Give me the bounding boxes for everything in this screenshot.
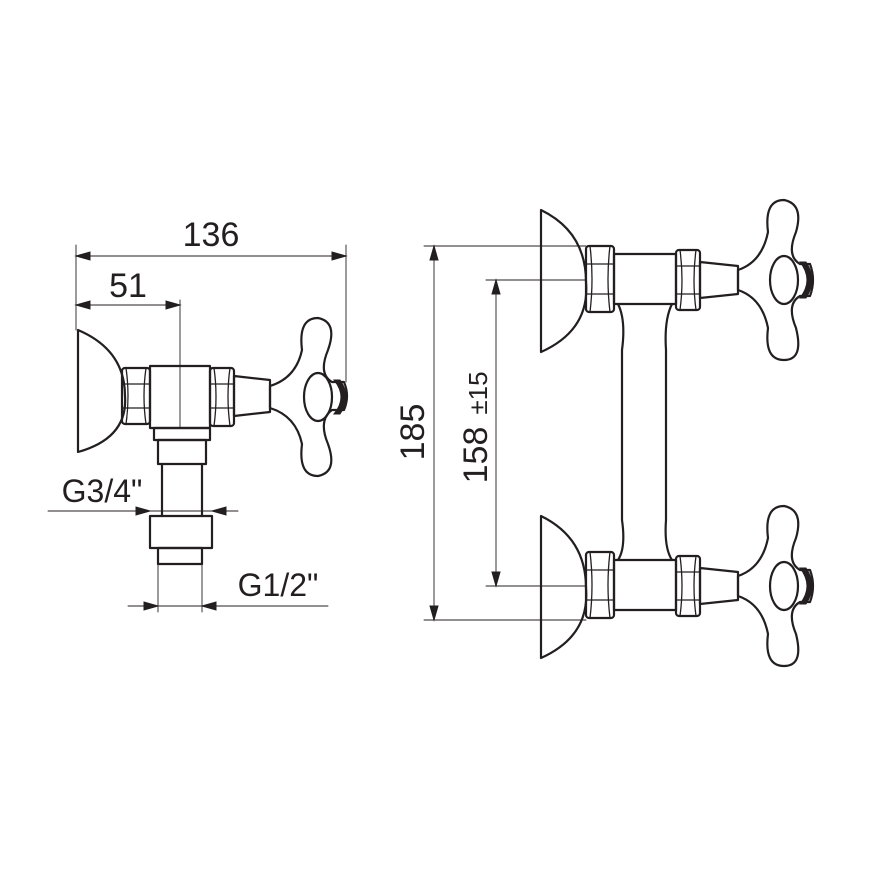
front-bonnet-bottom	[674, 554, 702, 618]
front-escutcheon-top	[539, 208, 588, 354]
dim-outlet-thread: G1/2"	[238, 567, 319, 603]
front-body-riser	[616, 302, 674, 562]
dim-inlet-thread: G3/4"	[62, 473, 143, 509]
front-body-top	[612, 252, 678, 306]
front-dimensions	[423, 244, 587, 622]
front-body-bottom	[612, 558, 678, 612]
side-dimensions	[47, 244, 348, 613]
dim-overall-depth: 136	[183, 216, 240, 254]
side-spindle	[232, 374, 272, 418]
dim-center-distance: 158	[457, 427, 495, 484]
side-escutcheon	[76, 328, 127, 454]
side-view	[76, 299, 349, 566]
front-view	[539, 198, 815, 668]
dim-center-tolerance: ±15	[463, 371, 493, 414]
side-bonnet-nut	[208, 366, 236, 428]
front-cross-handle-top	[736, 198, 815, 362]
front-hex-nut-bottom	[584, 550, 616, 620]
front-hex-nut-top	[584, 244, 616, 314]
side-outlet	[148, 426, 214, 566]
front-bonnet-top	[674, 248, 702, 312]
dim-overall-height: 185	[394, 404, 432, 461]
dim-axis-offset: 51	[109, 267, 147, 305]
side-cross-handle	[268, 316, 349, 478]
side-hex-nut	[120, 366, 152, 426]
front-cross-handle-bottom	[736, 504, 815, 668]
front-escutcheon-bottom	[539, 514, 588, 660]
